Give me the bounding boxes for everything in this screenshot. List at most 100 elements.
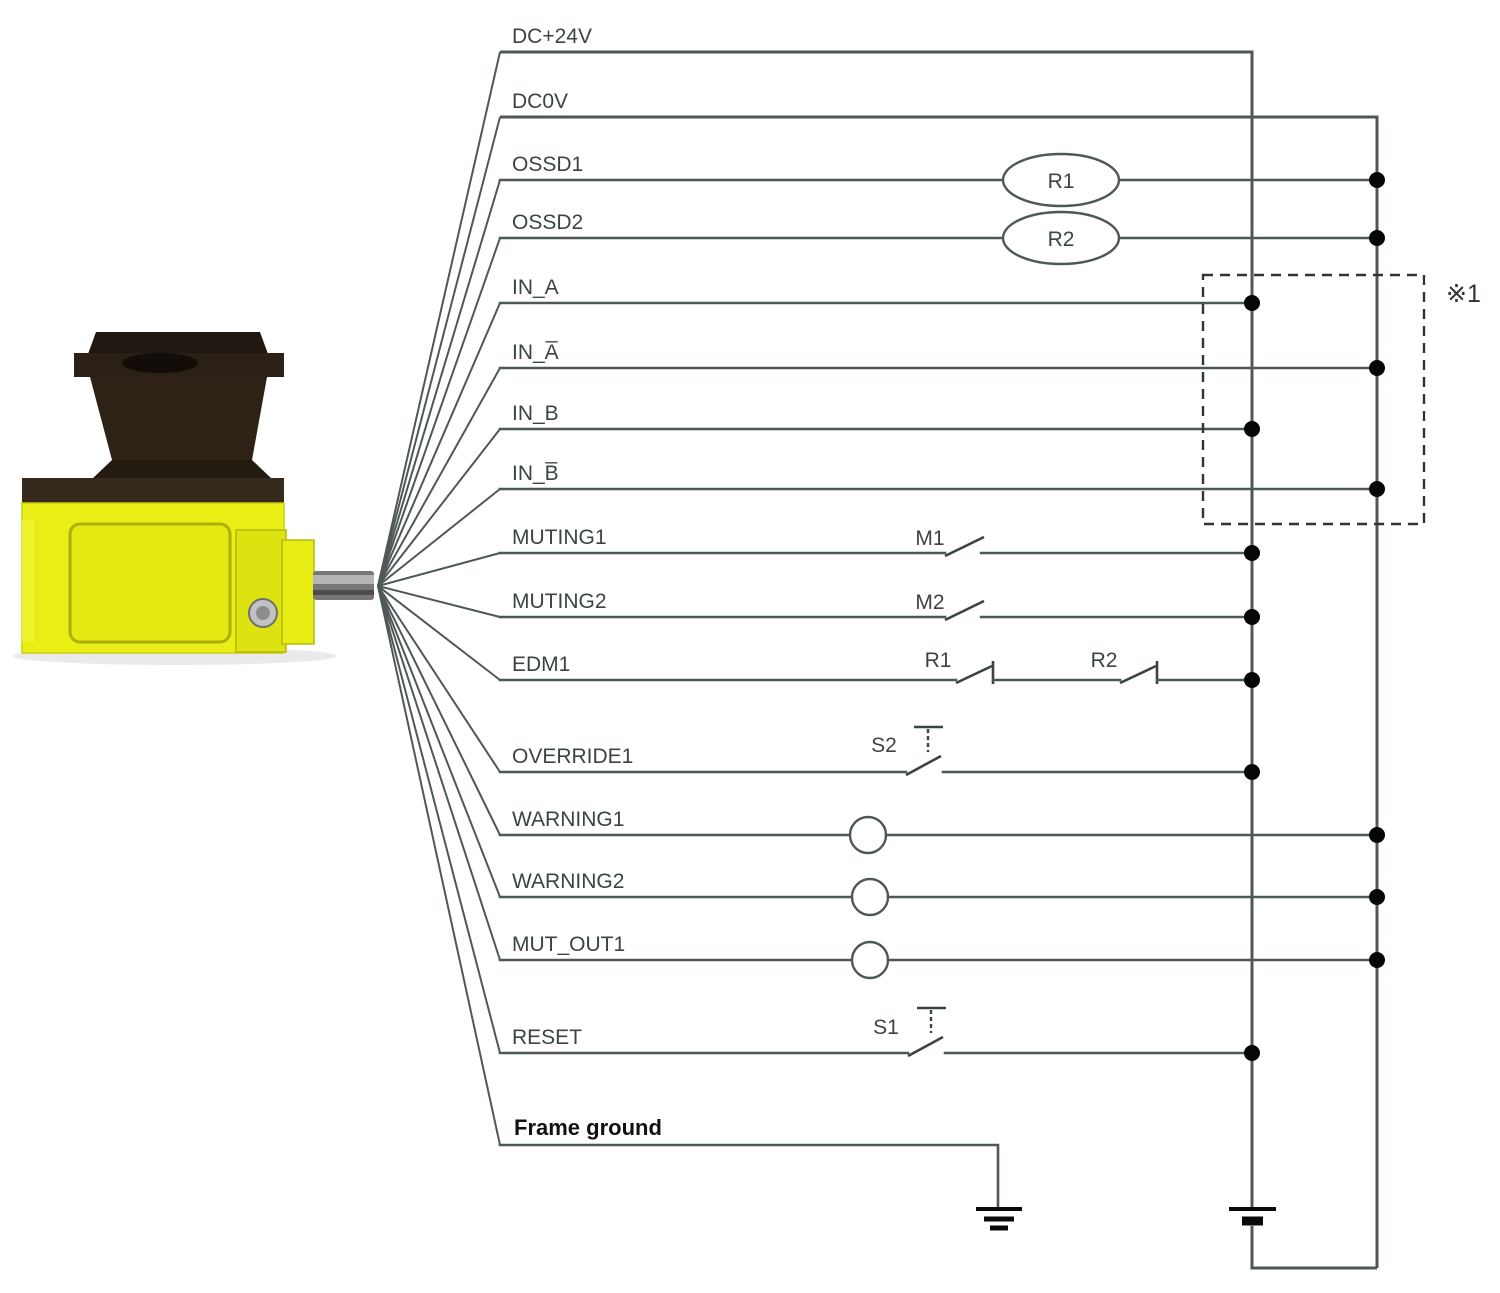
pushbutton-s2-label: S2 [871,734,897,757]
wire-label-override1: OVERRIDE1 [512,745,633,768]
fan-wire [377,585,501,1054]
fan-wire [377,585,501,1146]
wire-row-in-a: IN_A [498,276,1260,311]
fan-wire [377,302,501,587]
cable-gland-shade [313,590,374,595]
wire-label-in-a-bar: IN_A̅ [512,341,559,364]
device-head-cone [90,377,267,460]
wire-row-in-b-bar: IN_B̅ [498,462,1385,497]
fan-wire [377,488,501,587]
fan-wire [377,179,501,587]
junction-dot [1244,295,1260,311]
wire-row-mut-out1: MUT_OUT1 [498,933,1385,980]
wire-label-dc24v: DC+24V [512,25,592,48]
device-body-highlight [22,520,34,642]
wire-label-ossd2: OSSD2 [512,211,583,234]
device-head-cap [88,332,268,354]
relay-coil-r2-label: R2 [1048,228,1075,251]
wire-row-warning2: WARNING2 [498,870,1385,917]
wire-label-in-b: IN_B [512,402,559,425]
device-lens-icon [122,353,198,373]
wire-row-dc0v: DC0V [512,90,568,113]
fan-wire [377,116,501,587]
junction-dot [1369,360,1385,376]
junction-dot [1244,609,1260,625]
device-top-band [22,478,284,505]
fan-wire [377,585,501,681]
fan-wire [377,552,501,587]
switch-m2-label: M2 [915,591,944,614]
contact-r1-label: R1 [925,649,952,672]
power-buses [500,50,1379,1270]
pushbutton-s1-contact [907,1035,944,1058]
lamp-warning2 [850,877,890,917]
wire-label-muting1: MUTING1 [512,526,607,549]
wire-label-in-a: IN_A [512,276,559,299]
wire-label-frame-ground: Frame ground [514,1115,662,1140]
wire-label-mut-out1: MUT_OUT1 [512,933,625,956]
contact-r2 [1119,664,1157,685]
fan-wire [377,585,501,961]
junction-dot [1244,421,1260,437]
junction-dot [1369,172,1385,188]
device-front-window [68,522,232,644]
device-connector-block [235,529,287,653]
contact-r2-label: R2 [1091,649,1118,672]
pushbutton-s1-label: S1 [873,1016,899,1039]
wire-label-edm1: EDM1 [512,653,570,676]
switch-m1-label: M1 [915,527,944,550]
wire-label-in-b-bar: IN_B̅ [512,462,559,485]
fan-wire [377,428,501,587]
contact-r1 [955,664,993,685]
wire-row-ossd1: R1 OSSD1 [498,152,1385,208]
wire-label-reset: RESET [512,1026,582,1049]
junction-dot [1244,764,1260,780]
note-ref1: ※1 [1446,280,1481,308]
fan-wire [377,585,501,898]
lamp-warning1 [848,815,888,855]
junction-dot [1369,952,1385,968]
wire-label-warning2: WARNING2 [512,870,624,893]
relay-coil-r1-label: R1 [1048,170,1075,193]
wire-row-dc24v: DC+24V [512,25,592,48]
junction-dot [1369,827,1385,843]
cable-gland-highlight [313,575,374,584]
junction-dot [1244,672,1260,688]
switch-m2 [944,599,985,622]
wire-row-override1: S2 OVERRIDE1 [498,725,1260,780]
bus-dc24v [500,50,1254,1207]
wire-fan [377,51,501,1146]
fan-wire [377,585,501,836]
wire-row-warning1: WARNING1 [498,808,1385,855]
bus-dc0v [500,115,1379,1268]
wire-row-frame-ground: Frame ground [498,1115,1022,1231]
wire-label-muting2: MUTING2 [512,590,607,613]
pushbutton-s2-contact [905,754,942,777]
wire-row-edm1: R1 R2 EDM1 [498,649,1260,688]
wire-row-in-b: IN_B [498,402,1260,437]
device-connector-face [281,539,315,645]
junction-dot [1369,481,1385,497]
junction-dot [1244,1045,1260,1061]
junction-dot [1369,889,1385,905]
fan-wire [377,585,501,618]
wire-row-in-a-bar: IN_A̅ [498,341,1385,376]
wire-label-dc0v: DC0V [512,90,568,113]
device-head-skirt [92,460,272,479]
junction-dot [1369,230,1385,246]
wire-row-muting1: M1 MUTING1 [498,526,1260,561]
connector-nut-center [256,606,270,620]
wire-row-muting2: M2 MUTING2 [498,590,1260,625]
wire-row-reset: S1 RESET [498,1006,1260,1061]
wire-label-warning1: WARNING1 [512,808,624,831]
fan-wire [377,585,501,773]
battery-return-wire [1250,1226,1377,1270]
wire-segment [498,1143,1000,1209]
fan-wire [377,51,501,587]
fan-wire [377,237,501,587]
lamp-mut-out1 [850,940,890,980]
wire-row-ossd2: R2 OSSD2 [498,210,1385,266]
laser-scanner-device [13,332,374,665]
